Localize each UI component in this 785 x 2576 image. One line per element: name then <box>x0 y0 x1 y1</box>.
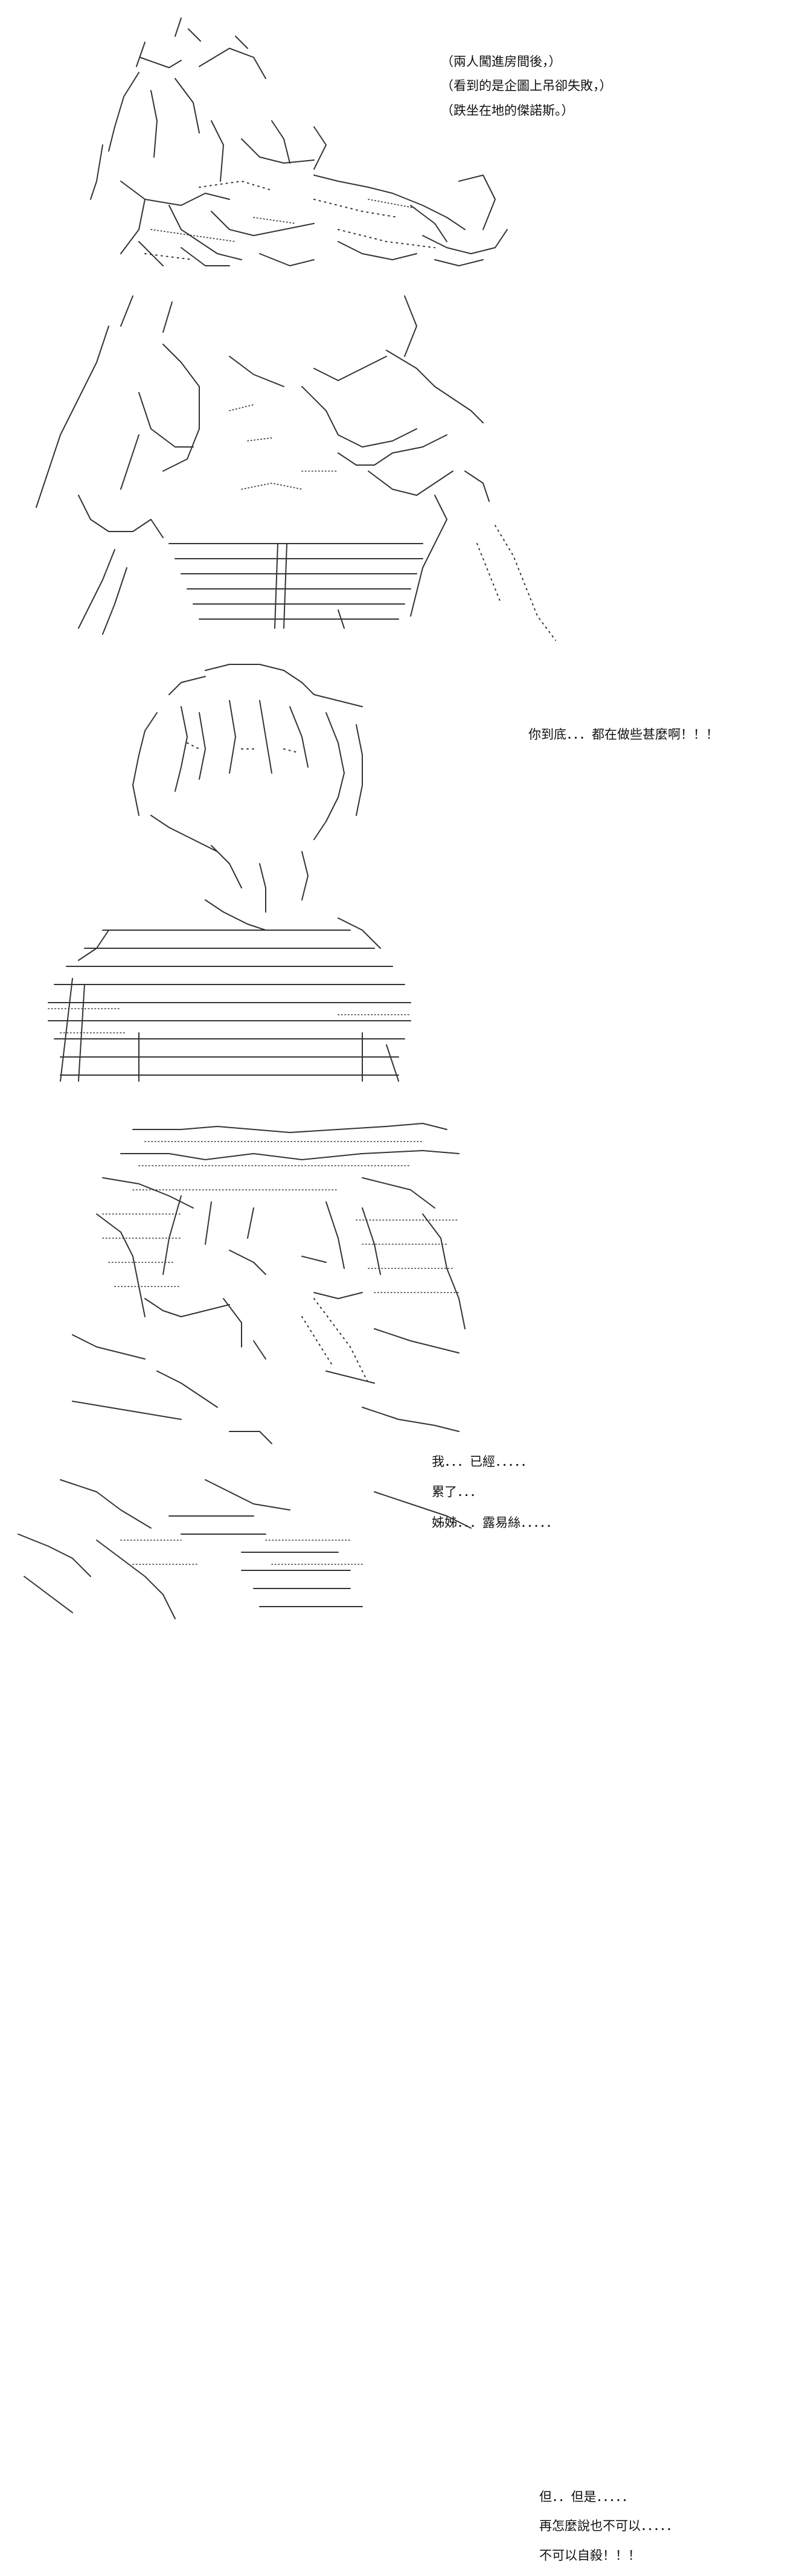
ascii-art-figure-tears <box>18 1123 472 1619</box>
panel-4: 但．．但是．．．．． 再怎麼說也不可以．．．．． 不可以自殺！！！ <box>0 1117 785 2563</box>
dialogue-line: 但．．但是．．．．． <box>539 2490 635 2504</box>
caption-line: （看到的是企圖上吊卻失敗，） <box>441 79 612 94</box>
dialogue-line: 我．．．已經．．．．． <box>432 1454 533 1469</box>
panel-2: 你到底．．．都在做些甚麼啊！！！ <box>0 290 785 742</box>
panel-3: 我．．．已經．．．．． 累了．．． 姊姊．．．露易絲．．．．． <box>0 646 785 1530</box>
dialogue-line: 你到底．．．都在做些甚麼啊！！！ <box>528 727 719 742</box>
ascii-art-figure-head-down <box>48 664 411 1082</box>
dialogue-box: 但．．但是．．．．． 再怎麼說也不可以．．．．． 不可以自殺！！！ <box>539 2488 679 2576</box>
caption-line: （跌坐在地的傑諾斯。） <box>441 103 574 118</box>
panel-1: （兩人闖進房間後，） （看到的是企圖上吊卻失敗，） （跌坐在地的傑諾斯。） <box>0 0 785 290</box>
dialogue-box: 你到底．．．都在做些甚麼啊！！！ <box>528 726 719 743</box>
dialogue-line: 不可以自殺！！！ <box>539 2548 641 2563</box>
dialogue-line: 再怎麼說也不可以．．．．． <box>539 2519 679 2534</box>
dialogue-line: 姊姊．．．露易絲．．．．． <box>432 1515 559 1530</box>
ascii-art-figure-kneeling <box>36 295 556 641</box>
caption-line: （兩人闖進房間後，） <box>441 54 562 69</box>
dialogue-line: 累了．．． <box>432 1485 482 1500</box>
narration-captions: （兩人闖進房間後，） （看到的是企圖上吊卻失敗，） （跌坐在地的傑諾斯。） <box>441 53 612 126</box>
dialogue-box: 我．．．已經．．．．． 累了．．． 姊姊．．．露易絲．．．．． <box>432 1453 559 1544</box>
ascii-art-figure-slumped <box>90 18 508 266</box>
